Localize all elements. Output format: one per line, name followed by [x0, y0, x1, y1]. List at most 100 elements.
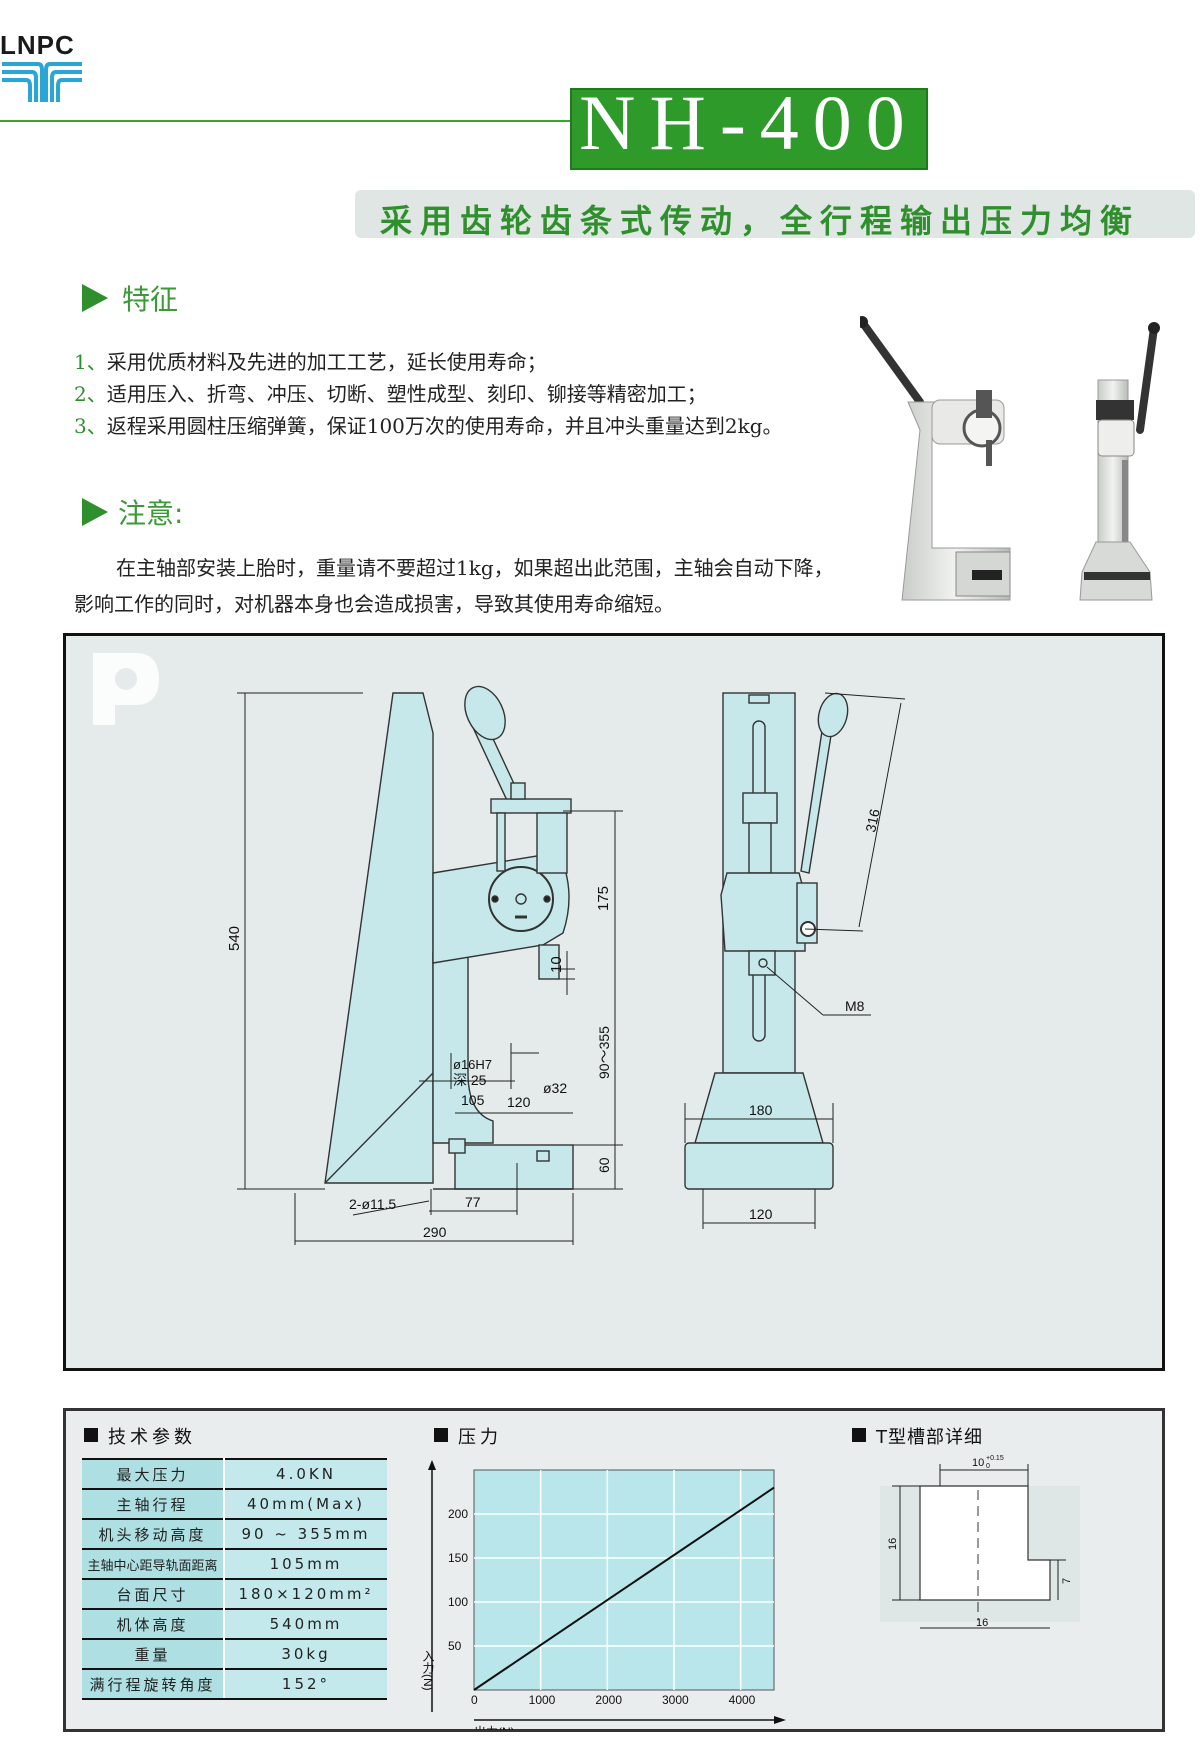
spec-value: 105mm	[224, 1548, 387, 1579]
watermark-logo	[93, 653, 159, 725]
brand-logo-icon	[2, 62, 82, 102]
spec-key: 满行程旋转角度	[82, 1668, 225, 1700]
front-dimension-lines	[684, 692, 906, 1229]
x-tick-label: 3000	[662, 1693, 689, 1707]
notice-line-1: 在主轴部安装上胎时，重量请不要超过1kg，如果超出此范围，主轴会自动下降，	[116, 556, 834, 580]
dim-m8: M8	[845, 998, 865, 1014]
feature-text: 返程采用圆柱压缩弹簧，保证100万次的使用寿命，并且冲头重量达到2kg。	[106, 414, 783, 438]
spec-key: 主轴行程	[82, 1488, 225, 1519]
section-square-icon	[434, 1428, 448, 1442]
dim-540: 540	[226, 926, 243, 951]
pressure-title: 压力	[458, 1427, 502, 1448]
y-tick-label: 150	[448, 1551, 468, 1565]
plot-area	[473, 1469, 775, 1691]
y-axis-label: 入力(N)	[421, 1650, 435, 1691]
pressure-chart: 0100020003000400050100150200出力(N)入力(N)	[421, 1460, 786, 1730]
side-dimension-text: 540 175 10 ø16H7 深 25 ø32 90～355 105 120…	[226, 886, 612, 1240]
dim-290: 290	[423, 1224, 447, 1240]
series-line	[473, 1486, 775, 1691]
technical-drawing: 540 175 10 ø16H7 深 25 ø32 90～355 105 120…	[93, 653, 906, 1245]
spec-key: 最大压力	[82, 1458, 225, 1489]
spec-key: 台面尺寸	[82, 1578, 225, 1609]
dim-120b: 120	[749, 1206, 773, 1222]
feature-item-3: 3、返程采用圆柱压缩弹簧，保证100万次的使用寿命，并且冲头重量达到2kg。	[74, 410, 783, 439]
dim-120a: 120	[507, 1094, 531, 1110]
drawing-panel	[63, 633, 1165, 1371]
slogan-bar	[355, 190, 1195, 238]
spec-value: 180×120mm²	[224, 1578, 387, 1609]
feature-item-1: 1、采用优质材料及先进的加工工艺，延长使用寿命；	[74, 346, 547, 375]
dim-32: ø32	[543, 1080, 567, 1096]
spec-value: 30kg	[224, 1638, 387, 1669]
spec-key: 机头移动高度	[82, 1518, 225, 1549]
x-axis-arrow-icon	[774, 1716, 786, 1724]
x-tick-label: 1000	[529, 1693, 556, 1707]
tslot-h16: 16	[887, 1538, 899, 1550]
tslot-top: 10	[972, 1457, 984, 1469]
tslot-title: T型槽部详细	[876, 1427, 983, 1448]
dim-180: 180	[749, 1102, 773, 1118]
x-tick-label: 0	[471, 1693, 478, 1707]
spec-value: 540mm	[224, 1608, 387, 1639]
dim-77: 77	[465, 1194, 481, 1210]
y-tick-label: 200	[448, 1507, 468, 1521]
feature-num: 1、	[74, 350, 107, 374]
brand-logo-text: LNPC	[0, 30, 75, 60]
notice-title: 注意:	[118, 497, 184, 530]
spec-key: 主轴中心距导轨面距离	[82, 1548, 225, 1579]
spec-value: 90 ~ 355mm	[224, 1518, 387, 1549]
slogan: 采用齿轮齿条式传动，全行程输出压力均衡	[380, 202, 1141, 240]
dim-range: 90～355	[596, 1026, 612, 1079]
dim-105: 105	[461, 1092, 485, 1108]
feature-num: 2、	[74, 382, 107, 406]
section-arrow-icon	[82, 498, 108, 526]
feature-text: 适用压入、折弯、冲压、切断、塑性成型、刻印、铆接等精密加工；	[106, 382, 707, 406]
model-title: NH-400	[579, 79, 919, 166]
front-dimension-text: 316 M8 180 120	[749, 807, 883, 1222]
specs-title: 技术参数	[108, 1427, 196, 1448]
section-square-icon	[84, 1428, 98, 1442]
features-title: 特征	[122, 283, 179, 316]
product-photo-front	[1079, 322, 1160, 601]
section-arrow-icon	[82, 284, 108, 312]
dim-depth: 深 25	[453, 1072, 487, 1088]
dim-60: 60	[596, 1157, 612, 1173]
section-square-icon	[852, 1428, 866, 1442]
x-tick-label: 2000	[595, 1693, 622, 1707]
model-badge	[570, 88, 928, 170]
product-photos	[860, 316, 1160, 601]
dim-175: 175	[595, 886, 612, 911]
tslot-h7: 7	[1061, 1578, 1073, 1584]
spec-value: 40mm(Max)	[224, 1488, 387, 1519]
front-view	[684, 692, 849, 1190]
x-tick-label: 4000	[729, 1693, 756, 1707]
dim-316: 316	[862, 807, 883, 833]
spec-value: 4.0KN	[224, 1458, 387, 1489]
spec-key: 机体高度	[82, 1608, 225, 1639]
notice-line-2: 影响工作的同时，对机器本身也会造成损害，导致其使用寿命缩短。	[74, 592, 674, 616]
y-tick-label: 50	[448, 1639, 462, 1653]
feature-num: 3、	[74, 414, 107, 438]
tslot-tol-lower: 0	[986, 1463, 990, 1470]
spec-key: 重量	[82, 1638, 225, 1669]
dim-bore: ø16H7	[453, 1057, 492, 1072]
x-axis-label: 出力(N)	[474, 1725, 515, 1730]
side-dimension-lines	[237, 692, 623, 1245]
tslot-tol-upper: +0.15	[986, 1455, 1004, 1462]
spec-value: 152°	[224, 1668, 387, 1700]
header-rule	[0, 120, 580, 122]
feature-text: 采用优质材料及先进的加工工艺，延长使用寿命；	[106, 350, 547, 374]
tslot-w16: 16	[976, 1617, 988, 1629]
dim-holes: 2-ø11.5	[349, 1196, 396, 1212]
tslot-diagram: 10 +0.15 0 16 7 16	[880, 1455, 1080, 1629]
dim-10: 10	[548, 956, 565, 973]
side-view	[324, 685, 574, 1190]
y-axis-arrow-icon	[428, 1460, 436, 1470]
